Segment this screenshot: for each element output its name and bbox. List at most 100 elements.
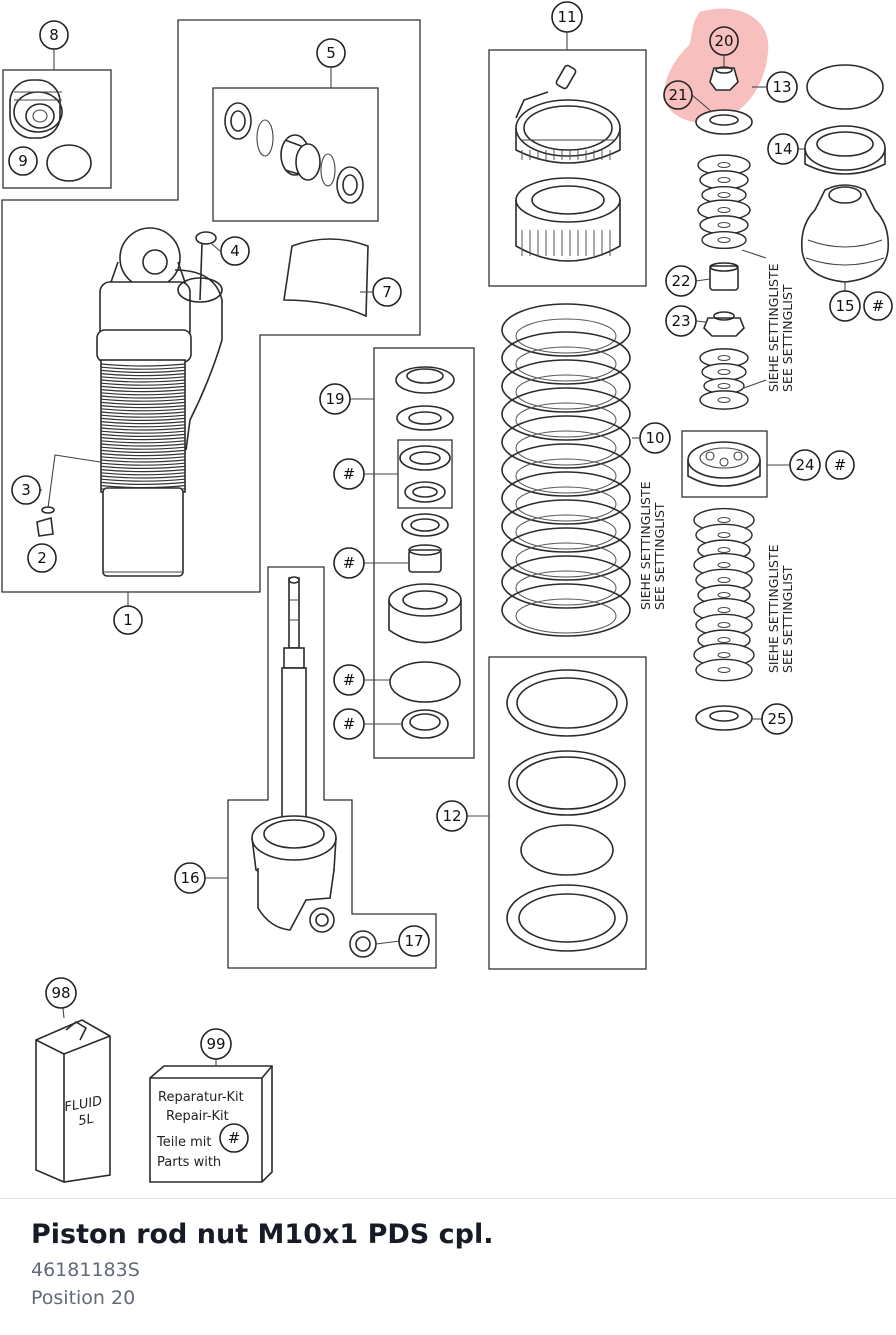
svg-text:99: 99 xyxy=(206,1035,225,1053)
svg-text:15: 15 xyxy=(835,297,854,315)
part-8-9 xyxy=(9,79,92,182)
callout-10[interactable]: 10 xyxy=(639,422,671,454)
part-22-spacer xyxy=(709,262,739,291)
svg-text:#: # xyxy=(343,554,356,572)
callout-14[interactable]: 14 xyxy=(767,133,799,165)
callout-25[interactable]: 25 xyxy=(761,703,793,735)
kit-line-1: Reparatur-Kit xyxy=(158,1090,244,1105)
svg-text:13: 13 xyxy=(772,78,791,96)
callout-1[interactable]: 1 xyxy=(113,605,143,635)
part-info-panel: Piston rod nut M10x1 PDS cpl. 46181183S … xyxy=(0,1198,896,1335)
setting-en-1: SEE SETTINGLIST xyxy=(780,284,795,392)
svg-text:9: 9 xyxy=(18,152,28,170)
callout-17[interactable]: 17 xyxy=(398,925,430,957)
svg-text:14: 14 xyxy=(773,140,792,158)
setting-de-2: SIEHE SETTINGLISTE xyxy=(638,481,653,610)
callouts: 8 9 5 4 7 3 2 1 11 20 21 13 14 15 # 22 2… xyxy=(8,1,893,1153)
callout-hash-1[interactable]: # xyxy=(333,458,365,490)
callout-kit-hash[interactable]: # xyxy=(219,1123,249,1153)
part-23-nut xyxy=(703,311,745,337)
callout-4[interactable]: 4 xyxy=(220,236,250,266)
part-19-stack xyxy=(388,366,462,739)
svg-text:10: 10 xyxy=(645,429,664,447)
svg-text:2: 2 xyxy=(37,549,47,567)
callout-11[interactable]: 11 xyxy=(551,1,583,33)
setting-de-1: SIEHE SETTINGLISTE xyxy=(766,263,781,392)
setting-en-2: SEE SETTINGLIST xyxy=(652,502,667,610)
kit-line-2: Repair-Kit xyxy=(166,1109,229,1124)
callout-2[interactable]: 2 xyxy=(27,543,57,573)
svg-text:8: 8 xyxy=(49,26,59,44)
svg-text:98: 98 xyxy=(51,984,70,1002)
callout-16[interactable]: 16 xyxy=(174,862,206,894)
callout-12[interactable]: 12 xyxy=(436,800,468,832)
svg-text:4: 4 xyxy=(230,242,240,260)
callout-20[interactable]: 20 xyxy=(709,26,739,56)
part-20-nut xyxy=(709,66,739,91)
svg-text:21: 21 xyxy=(668,86,687,104)
shock-body xyxy=(36,227,223,577)
part-21-washer xyxy=(695,109,753,135)
svg-text:#: # xyxy=(343,465,356,483)
setting-de-3: SIEHE SETTINGLISTE xyxy=(766,544,781,673)
part-11 xyxy=(515,64,621,262)
callout-15[interactable]: 15 xyxy=(829,290,861,322)
svg-text:23: 23 xyxy=(671,312,690,330)
callout-hash-4[interactable]: # xyxy=(333,708,365,740)
part-24-piston xyxy=(687,441,761,487)
callout-15-hash[interactable]: # xyxy=(863,291,893,321)
svg-text:#: # xyxy=(343,715,356,733)
part-12-rings xyxy=(506,669,628,952)
fluid-label-1: FLUID xyxy=(63,1094,103,1115)
leader-lines xyxy=(30,31,846,1066)
svg-text:20: 20 xyxy=(714,32,733,50)
kit-line-4: Parts with xyxy=(157,1155,221,1170)
svg-text:3: 3 xyxy=(21,481,31,499)
svg-text:12: 12 xyxy=(442,807,461,825)
exploded-parts-diagram: SIEHE SETTINGLISTE SEE SETTINGLIST SIEHE… xyxy=(1,1,893,1183)
callout-24-hash[interactable]: # xyxy=(825,450,855,480)
highlight-position-20 xyxy=(663,8,769,123)
callout-99[interactable]: 99 xyxy=(200,1028,232,1060)
callout-5[interactable]: 5 xyxy=(316,38,346,68)
svg-text:#: # xyxy=(228,1129,241,1147)
svg-text:17: 17 xyxy=(404,932,423,950)
part-5 xyxy=(224,102,364,204)
part-99-repair-kit: Reparatur-Kit Repair-Kit Teile mit Parts… xyxy=(149,1065,273,1183)
svg-text:5: 5 xyxy=(326,44,336,62)
svg-text:#: # xyxy=(834,456,847,474)
svg-text:#: # xyxy=(872,297,885,315)
part-title: Piston rod nut M10x1 PDS cpl. xyxy=(31,1219,494,1250)
callout-hash-2[interactable]: # xyxy=(333,547,365,579)
part-number: 46181183S xyxy=(31,1259,140,1282)
fluid-label-2: 5L xyxy=(77,1112,95,1129)
part-7 xyxy=(283,238,369,318)
callout-98[interactable]: 98 xyxy=(45,977,77,1009)
shim-stacks xyxy=(693,154,755,682)
setting-list-labels: SIEHE SETTINGLISTE SEE SETTINGLIST SIEHE… xyxy=(638,263,795,673)
callout-8[interactable]: 8 xyxy=(39,20,69,50)
setting-en-3: SEE SETTINGLIST xyxy=(780,565,795,673)
callout-13[interactable]: 13 xyxy=(766,71,798,103)
callout-23[interactable]: 23 xyxy=(665,305,697,337)
callout-7[interactable]: 7 xyxy=(372,277,402,307)
svg-text:1: 1 xyxy=(123,611,133,629)
part-98-fluid-can: FLUID 5L xyxy=(35,1019,111,1183)
callout-19[interactable]: 19 xyxy=(319,383,351,415)
callout-hash-3[interactable]: # xyxy=(333,664,365,696)
kit-line-3: Teile mit xyxy=(156,1135,211,1150)
callout-21[interactable]: 21 xyxy=(663,80,693,110)
callout-24[interactable]: 24 xyxy=(789,449,821,481)
part-16-rod xyxy=(251,576,377,958)
part-13-15 xyxy=(800,64,890,283)
callout-22[interactable]: 22 xyxy=(665,265,697,297)
svg-text:24: 24 xyxy=(795,456,814,474)
callout-3[interactable]: 3 xyxy=(11,475,41,505)
part-position: Position 20 xyxy=(31,1286,136,1309)
callout-9[interactable]: 9 xyxy=(8,146,38,176)
svg-text:25: 25 xyxy=(767,710,786,728)
svg-text:16: 16 xyxy=(180,869,199,887)
spring-10 xyxy=(501,303,631,637)
part-25-washer xyxy=(695,705,753,731)
svg-text:19: 19 xyxy=(325,390,344,408)
